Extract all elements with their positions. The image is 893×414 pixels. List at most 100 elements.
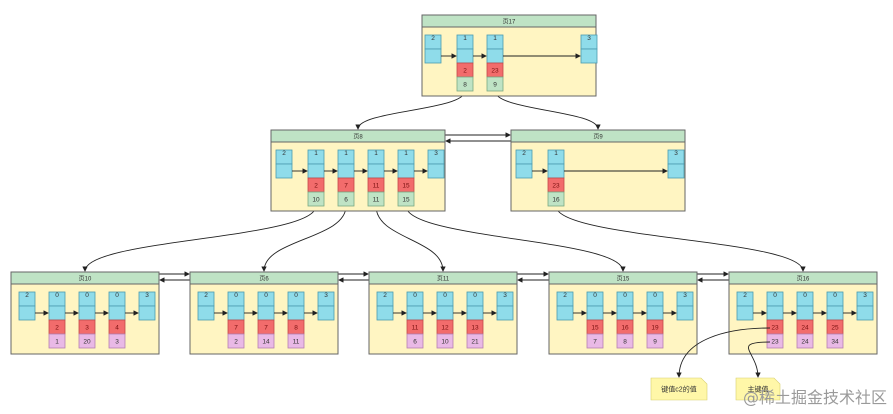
value-cell <box>547 191 565 207</box>
page-header <box>510 129 686 143</box>
record-type-label: 0 <box>833 292 837 299</box>
record-column: 2 <box>18 291 36 321</box>
key-value: 16 <box>621 325 629 332</box>
child-pointer-arrow <box>405 205 626 272</box>
record-type-label: 1 <box>554 150 558 157</box>
page-body <box>270 129 446 212</box>
record-type-label: 1 <box>314 150 318 157</box>
record-type-label: 3 <box>587 35 591 42</box>
record-type-label: 2 <box>743 292 747 299</box>
record-column: 3 <box>676 291 694 321</box>
record-type-label: 3 <box>145 292 149 299</box>
record-type-label: 3 <box>674 150 678 157</box>
value-text: 11 <box>373 197 380 204</box>
next-pointer-cell <box>406 305 424 321</box>
annotation-note: 主键值 <box>735 341 781 401</box>
value-text: 14 <box>262 339 270 346</box>
note-box <box>650 377 708 401</box>
record-type-label: 3 <box>324 292 328 299</box>
next-pointer-cell <box>486 48 504 64</box>
key-value: 2 <box>55 325 59 332</box>
record-type-label: 1 <box>463 35 467 42</box>
value-text: 3 <box>115 339 119 346</box>
child-pointer-arrow <box>494 90 601 130</box>
record-type-label: 0 <box>593 292 597 299</box>
key-value: 7 <box>234 325 238 332</box>
child-pointer-arrow <box>355 90 466 130</box>
page-header <box>10 271 160 285</box>
child-pointer-arrow <box>261 205 347 272</box>
key-value: 11 <box>412 325 419 332</box>
next-pointer-cell <box>138 305 156 321</box>
value-cell <box>397 191 415 207</box>
page-body <box>421 14 597 97</box>
next-pointer-cell <box>287 305 305 321</box>
value-cell <box>337 191 355 207</box>
page-title: 页6 <box>259 276 269 283</box>
key-value: 12 <box>441 325 449 332</box>
value-text: 6 <box>413 339 417 346</box>
record-column: 2 <box>275 149 293 179</box>
record-type-label: 0 <box>803 292 807 299</box>
record-column: 2 <box>197 291 215 321</box>
next-pointer-cell <box>18 305 36 321</box>
value-text: 23 <box>771 339 779 346</box>
value-cell <box>287 333 305 349</box>
next-pointer-cell <box>496 305 514 321</box>
value-text: 20 <box>83 339 91 346</box>
record-column: 3 <box>427 149 445 179</box>
value-cell <box>406 333 424 349</box>
record-column: 3 <box>580 34 598 64</box>
next-pointer-cell <box>856 305 874 321</box>
value-text: 7 <box>593 339 597 346</box>
next-pointer-cell <box>197 305 215 321</box>
key-value: 3 <box>85 325 89 332</box>
record-type-label: 3 <box>683 292 687 299</box>
next-pointer-cell <box>456 48 474 64</box>
value-text: 24 <box>801 339 809 346</box>
value-text: 9 <box>493 82 497 89</box>
record-column: 2 <box>515 149 533 179</box>
next-pointer-cell <box>427 163 445 179</box>
next-pointer-cell <box>367 163 385 179</box>
next-pointer-cell <box>257 305 275 321</box>
next-pointer-cell <box>397 163 415 179</box>
key-value: 25 <box>831 325 839 332</box>
key-value: 8 <box>294 325 298 332</box>
next-pointer-cell <box>376 305 394 321</box>
record-column: 3 <box>856 291 874 321</box>
value-cell <box>48 333 66 349</box>
key-value: 23 <box>491 68 499 75</box>
value-cell <box>466 333 484 349</box>
page-header <box>270 129 446 143</box>
value-text: 34 <box>831 339 839 346</box>
note-text: 键值c2的值 <box>661 385 696 394</box>
key-value: 15 <box>402 183 410 190</box>
key-value: 19 <box>651 325 659 332</box>
next-pointer-cell <box>556 305 574 321</box>
record-column: 3 <box>317 291 335 321</box>
value-text: 6 <box>344 197 348 204</box>
next-pointer-cell <box>646 305 664 321</box>
page-title: 页10 <box>79 276 92 283</box>
record-column: 2 <box>556 291 574 321</box>
key-value: 23 <box>552 183 560 190</box>
record-type-label: 0 <box>413 292 417 299</box>
value-text: 11 <box>293 339 300 346</box>
value-text: 9 <box>653 339 657 346</box>
next-pointer-cell <box>796 305 814 321</box>
page-header <box>189 271 339 285</box>
note-pointer-arrow <box>676 327 771 378</box>
record-type-label: 2 <box>563 292 567 299</box>
page-title: 页11 <box>437 276 450 283</box>
record-column: 3 <box>138 291 156 321</box>
